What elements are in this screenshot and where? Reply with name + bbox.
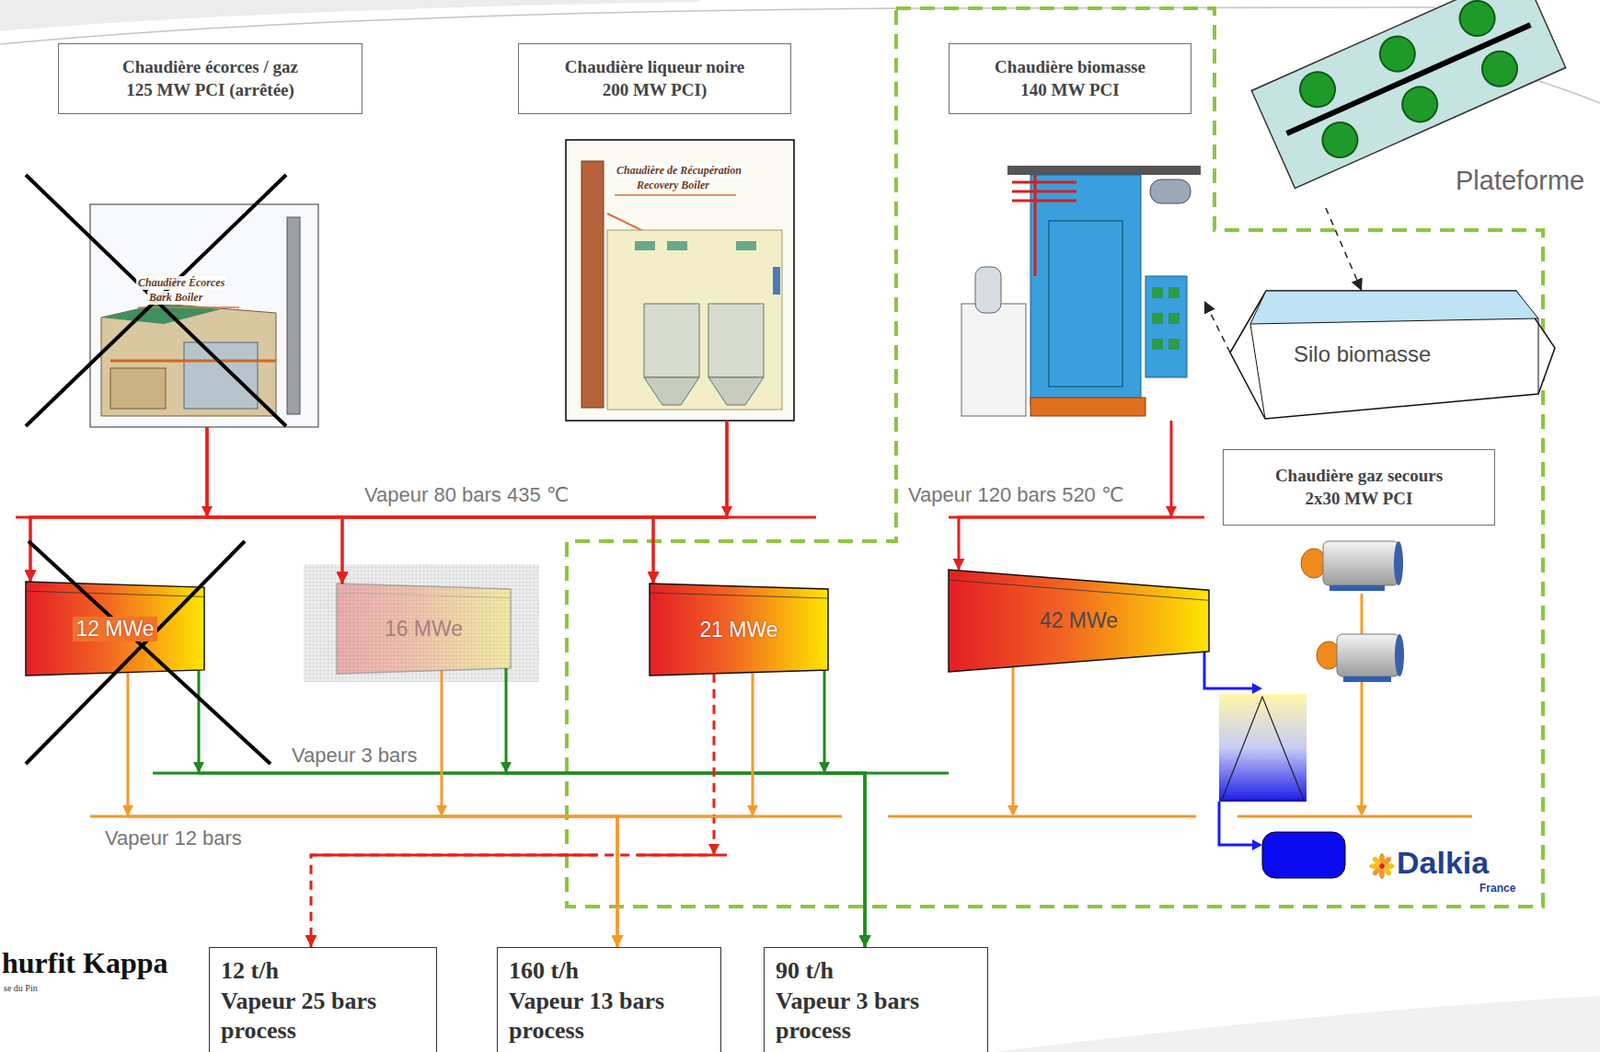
feed-arrow: [1325, 207, 1362, 291]
boiler-name: Chaudière liqueur noire: [564, 56, 745, 80]
boiler-name: Chaudière gaz secours: [1275, 464, 1443, 488]
silo-label: Silo biomasse: [1293, 341, 1431, 368]
turbine-body: [336, 583, 511, 674]
picture-caption: Recovery Boiler: [634, 178, 712, 193]
company-logo: hurfit Kappa: [1, 945, 168, 980]
steam-spec: Vapeur 3 bars process: [775, 986, 977, 1047]
turbine-power: 21 MWe: [699, 617, 778, 643]
steam-line: [207, 426, 654, 584]
steam-line: [342, 420, 727, 584]
steam-spec: Vapeur 25 bars process: [220, 986, 426, 1047]
steam-line: [441, 669, 618, 947]
dalkia-star: [1369, 852, 1395, 879]
turbine: 16 MWe: [336, 583, 511, 674]
process-box: 160 t/hVapeur 13 bars process: [496, 946, 722, 1052]
steam-spec: Vapeur 13 bars process: [508, 986, 710, 1047]
bark-boiler-cross: [25, 174, 287, 426]
steam-line: [127, 671, 618, 947]
boiler-group: Chaudière liqueur noire200 MW PCI): [517, 43, 795, 421]
logo-text: France: [1479, 881, 1516, 895]
process-box: 90 t/hVapeur 3 bars process: [763, 946, 989, 1052]
turbine-body: [649, 583, 829, 676]
steam-line: [824, 669, 865, 947]
storage-platform: [1251, 0, 1566, 188]
text-holder: Plateforme: [1455, 165, 1585, 196]
turbine: 12 MWe: [25, 581, 205, 676]
boiler-capacity: 125 MW PCI (arrêtée): [126, 79, 295, 103]
boiler-capacity: 2x30 MW PCI: [1305, 487, 1414, 511]
boiler-capacity: 200 MW PCI): [602, 79, 708, 103]
boiler-name: Chaudière biomasse: [994, 56, 1146, 80]
steam-line: [310, 673, 714, 947]
steam-line: [617, 672, 753, 947]
turbine-power: 16 MWe: [384, 616, 463, 642]
picture-caption: Bark Boiler: [147, 290, 205, 305]
company-logo: se du Pin: [3, 982, 38, 993]
process-box: 12 t/hVapeur 25 bars process: [208, 946, 438, 1052]
steam-headers: [15, 517, 1473, 855]
boiler-capacity: 140 MW PCI: [1020, 79, 1119, 103]
biomass-boiler-picture: [961, 165, 1201, 416]
steam-flow: 12 t/h: [220, 955, 426, 987]
boiler-group: Chaudière biomasse140 MW PCI: [948, 43, 1205, 421]
storage-platform: Plateforme: [1229, 0, 1597, 208]
turbine-body: [25, 581, 205, 676]
steam-line: [506, 667, 865, 947]
text-holder: Silo biomasse: [1293, 341, 1431, 368]
header-label: Vapeur 120 bars 520 ℃: [908, 483, 1125, 507]
turbine-power: 12 MWe: [72, 616, 157, 642]
bark-boiler-picture: [90, 204, 319, 427]
steam-line: [30, 426, 208, 582]
boiler-title-box: Chaudière biomasse140 MW PCI: [948, 43, 1192, 115]
condenser: [1204, 648, 1346, 878]
silo-body: [1230, 290, 1555, 419]
picture-caption: Chaudière Écorces: [136, 276, 227, 290]
turbine: 42 MWe: [948, 569, 1209, 672]
boiler-box: Chaudière gaz secours2x30 MW PCI: [1222, 448, 1496, 526]
recovery-boiler-picture: [565, 139, 795, 421]
header-label: Vapeur 3 bars: [291, 743, 418, 768]
biomass-silo: Silo biomasse: [1230, 290, 1555, 419]
logo-text: Dalkia: [1396, 844, 1489, 881]
turbine-body: [948, 569, 1209, 672]
gas-burner: [1300, 541, 1404, 591]
steam-flow: 160 t/h: [508, 955, 710, 987]
steam-line: [30, 420, 727, 582]
header-label: Vapeur 12 bars: [104, 826, 242, 851]
turbine-power: 42 MWe: [1039, 608, 1118, 634]
junction-arrows: [122, 506, 1368, 855]
header-label: Vapeur 80 bars 435 ℃: [364, 483, 569, 507]
boiler-name: Chaudière écorces / gaz: [122, 56, 299, 80]
gas-burner: [1316, 633, 1405, 682]
boiler-title-box: Chaudière écorces / gaz125 MW PCI (arrêt…: [57, 43, 363, 115]
cross-out: [25, 541, 271, 764]
steam-line: [198, 669, 865, 947]
picture-caption: Chaudière de Récupération: [614, 163, 744, 178]
turbine: 21 MWe: [649, 583, 829, 676]
boiler-group: Chaudière écorces / gaz125 MW PCI (arrêt…: [57, 43, 363, 427]
disabled-turbine-halo: [303, 564, 540, 682]
steam-flow: 90 t/h: [775, 955, 977, 987]
feed-arrow: [1204, 300, 1231, 353]
steam-line: [653, 420, 727, 584]
boiler-title-box: Chaudière liqueur noire200 MW PCI): [517, 43, 792, 115]
platform-label: Plateforme: [1455, 165, 1585, 196]
